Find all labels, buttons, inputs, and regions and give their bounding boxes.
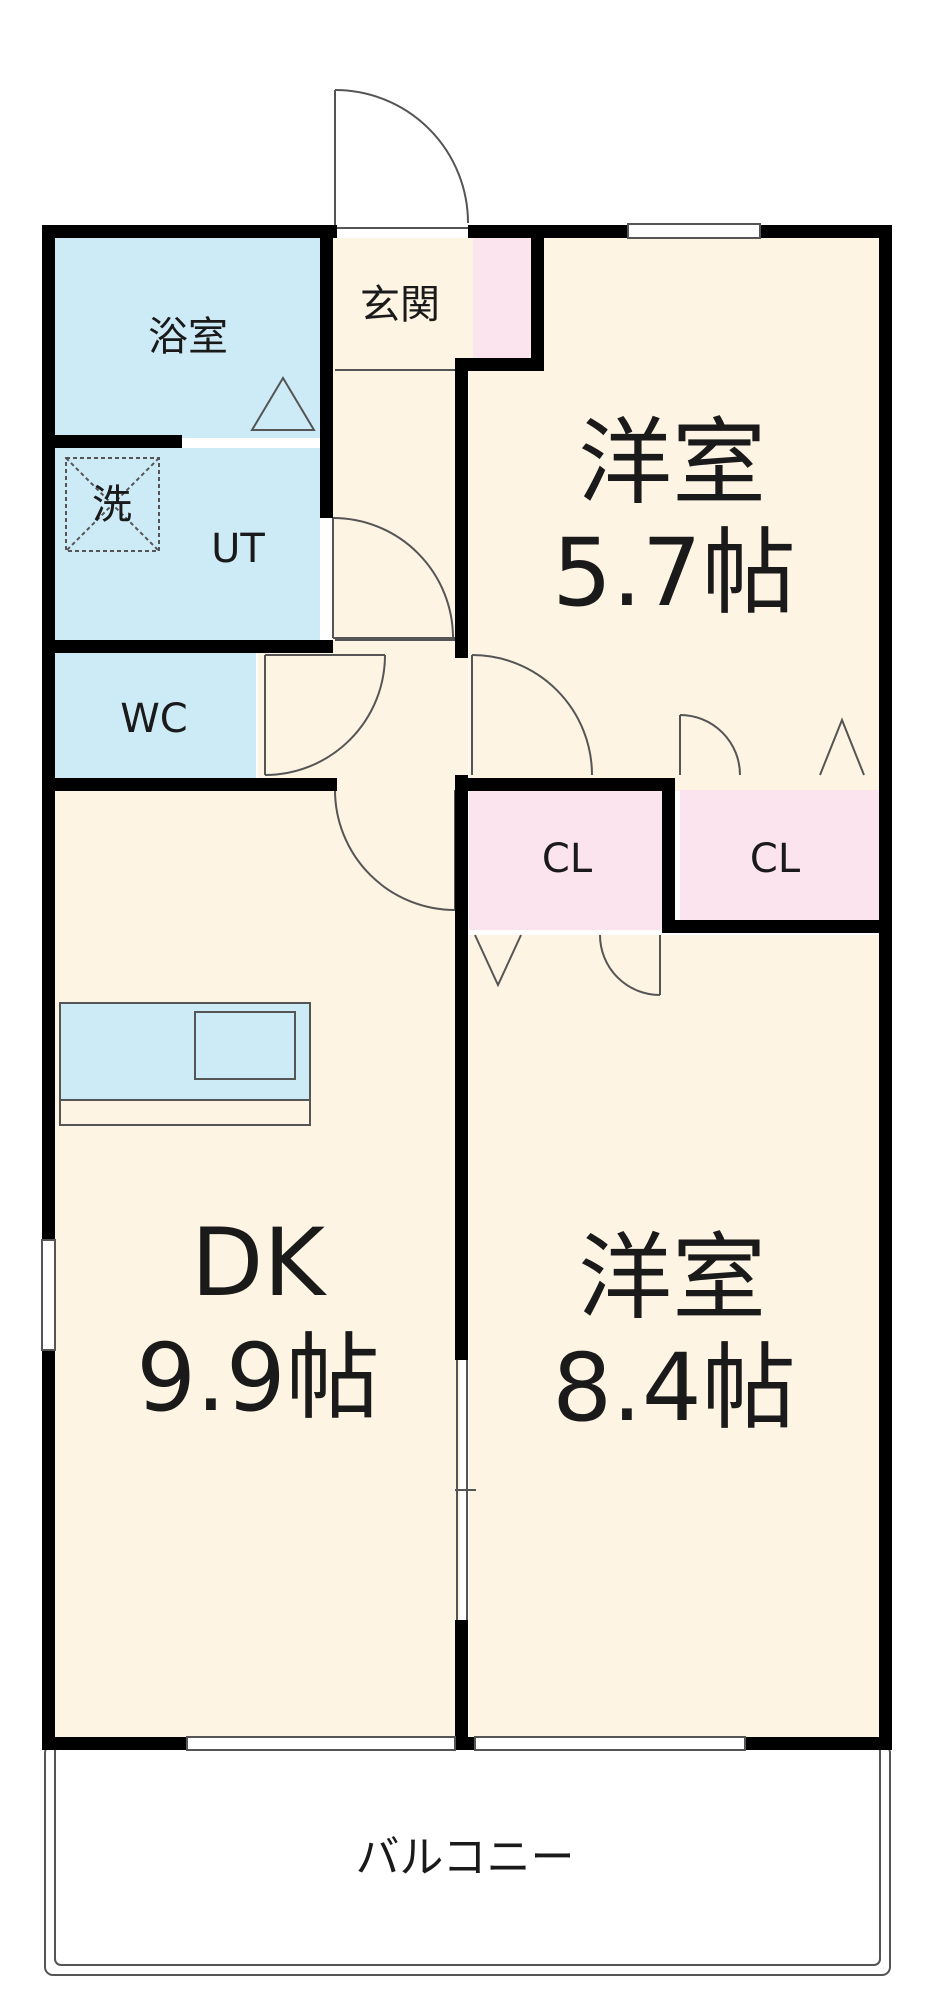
label-bath: 浴室 — [148, 314, 228, 360]
label-western-south-size: 8.4帖 — [552, 1334, 796, 1443]
windows — [41, 223, 761, 1751]
label-entrance: 玄関 — [360, 282, 440, 328]
floor-utility — [52, 448, 320, 642]
entrance-door — [334, 89, 470, 229]
label-dk-size: 9.9帖 — [136, 1324, 380, 1433]
floor-hall-lower — [258, 650, 468, 790]
floor-dk — [52, 790, 460, 1740]
floor-closet-1 — [469, 790, 665, 930]
labels: 浴室 玄関 洗 UT WC 洋室 5.7帖 CL CL DK 9.9帖 洋室 8… — [92, 282, 801, 1883]
label-closet-1: CL — [542, 836, 593, 882]
label-toilet: WC — [120, 696, 187, 742]
floor-fills — [52, 238, 882, 1740]
floor-entrance-storage — [473, 238, 531, 360]
floor-toilet — [52, 652, 256, 782]
label-western-north-name: 洋室 — [578, 409, 766, 518]
floor-entrance — [333, 238, 473, 373]
label-washer: 洗 — [92, 482, 132, 528]
floor-western-south — [469, 935, 882, 1740]
walls — [42, 225, 892, 1750]
label-closet-2: CL — [750, 836, 801, 882]
label-utility: UT — [211, 526, 265, 572]
door-arcs — [59, 369, 865, 1620]
label-western-south-name: 洋室 — [578, 1224, 766, 1333]
floor-closet-2 — [680, 790, 882, 920]
floor-kitchen-counter — [60, 1003, 310, 1100]
floor-bath — [52, 238, 320, 438]
label-dk-name: DK — [191, 1209, 327, 1318]
label-balcony: バルコニー — [355, 1832, 574, 1883]
label-western-north-size: 5.7帖 — [552, 519, 796, 628]
